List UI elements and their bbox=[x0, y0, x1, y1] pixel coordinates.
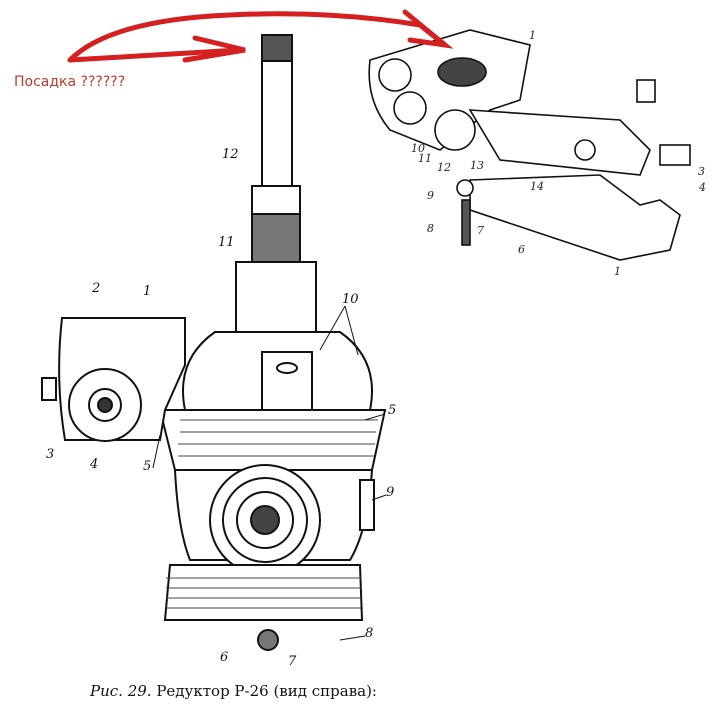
arrowhead-inset bbox=[402, 9, 454, 49]
label-1: 1 bbox=[143, 284, 152, 299]
label-7: 7 bbox=[288, 654, 297, 669]
label-12: 12 bbox=[222, 147, 239, 162]
inset-label-7: 7 bbox=[477, 224, 484, 237]
label-2: 2 bbox=[92, 281, 101, 296]
inset-label-6: 6 bbox=[518, 243, 525, 256]
arrow-to-inset bbox=[67, 11, 448, 63]
inset-swashplate-drawing bbox=[368, 29, 691, 261]
leader-lines bbox=[152, 305, 387, 641]
inset-label-10: 10 bbox=[411, 142, 425, 155]
label-4: 4 bbox=[90, 457, 99, 472]
label-10: 10 bbox=[342, 292, 359, 307]
annotation-arrows bbox=[67, 9, 454, 63]
annotation-note: Посадка ?????? bbox=[14, 74, 126, 90]
label-9: 9 bbox=[386, 485, 395, 500]
label-5-right: 5 bbox=[388, 403, 397, 418]
caption-text: Редуктор Р-26 (вид справа): bbox=[156, 682, 377, 700]
arrowhead-shaft bbox=[182, 35, 246, 63]
arrow-to-shaft bbox=[67, 47, 243, 63]
caption-prefix: Рис. 29. bbox=[90, 682, 152, 700]
label-3: 3 bbox=[46, 447, 55, 462]
inset-label-1-bottom: 1 bbox=[614, 265, 621, 278]
label-5-left: 5 bbox=[143, 459, 152, 474]
gearbox-housing bbox=[158, 331, 387, 651]
label-8: 8 bbox=[365, 626, 374, 641]
tail-drive-box bbox=[41, 317, 186, 442]
inset-label-11: 11 bbox=[418, 152, 432, 165]
inset-label-4: 4 bbox=[699, 181, 706, 194]
inset-label-12: 12 bbox=[437, 161, 451, 174]
inset-label-8: 8 bbox=[427, 222, 434, 235]
inset-label-1: 1 bbox=[529, 29, 536, 42]
label-6: 6 bbox=[220, 650, 229, 665]
figure-caption: Рис. 29. Редуктор Р-26 (вид справа): bbox=[90, 682, 377, 700]
inset-label-3: 3 bbox=[698, 165, 705, 178]
inset-label-9: 9 bbox=[427, 189, 434, 202]
inset-label-13: 13 bbox=[470, 159, 484, 172]
label-11: 11 bbox=[218, 235, 235, 250]
inset-label-14: 14 bbox=[530, 180, 544, 193]
output-shaft bbox=[235, 34, 317, 333]
